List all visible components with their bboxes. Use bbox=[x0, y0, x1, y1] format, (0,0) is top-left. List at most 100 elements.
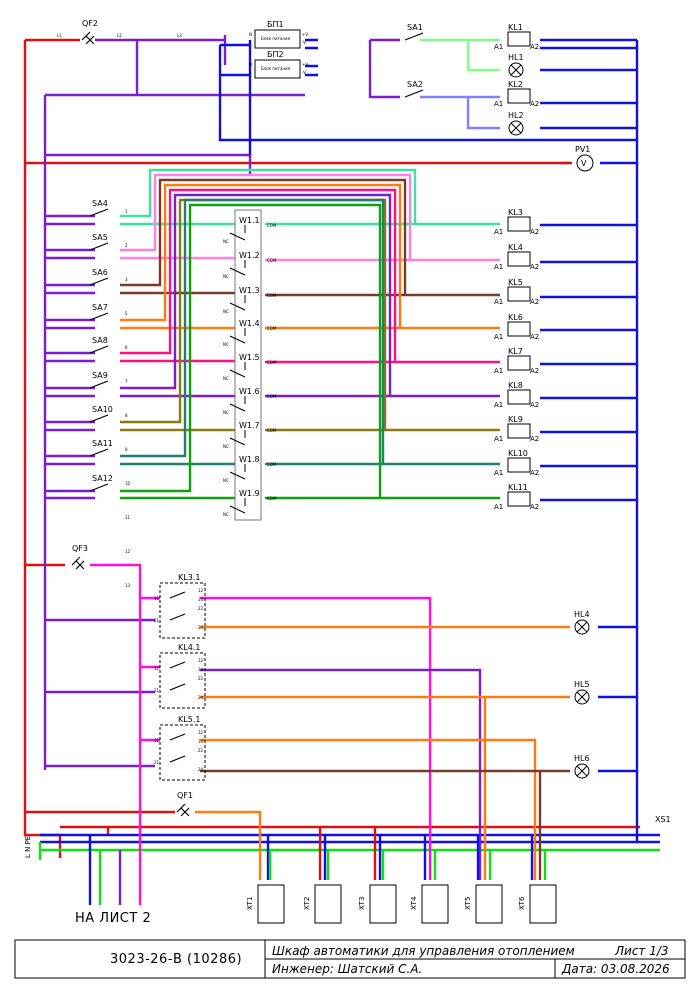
relay-contact-pin: 24 bbox=[198, 625, 204, 630]
com-label: COM bbox=[267, 258, 277, 263]
relay-coil bbox=[507, 321, 531, 337]
relay-coil bbox=[507, 355, 531, 371]
lamp-label: HL5 bbox=[574, 680, 590, 689]
wire-number: 9 bbox=[125, 447, 128, 452]
wire-number: 8 bbox=[125, 413, 128, 418]
relay-contact-group bbox=[159, 652, 206, 709]
nc-label: NC bbox=[223, 274, 229, 279]
terminal-block-w1 bbox=[234, 209, 262, 521]
terminal-xt bbox=[314, 884, 342, 924]
switch-contact bbox=[89, 380, 109, 389]
com-label: COM bbox=[267, 293, 277, 298]
relay-coil bbox=[507, 286, 531, 302]
document-title: Шкаф автоматики для управления отопление… bbox=[272, 944, 575, 958]
relay-contact-pin: 14 bbox=[198, 739, 204, 744]
document-date: Дата: 03.08.2026 bbox=[561, 962, 670, 976]
relay-label: KL2 bbox=[508, 80, 523, 89]
relay-contact-blade bbox=[169, 661, 186, 691]
breaker-label: QF3 bbox=[72, 544, 88, 553]
relay-pin-a2: A2 bbox=[530, 503, 539, 511]
relay-coil bbox=[507, 389, 531, 405]
terminal-contact bbox=[229, 430, 246, 446]
nc-label: NC bbox=[223, 478, 229, 483]
relay-contact-pin: 14 bbox=[198, 597, 204, 602]
relay-pin-a1: A1 bbox=[494, 401, 503, 409]
power-supply-pin: +V bbox=[302, 62, 308, 67]
wire-number: 3 bbox=[125, 277, 128, 282]
nc-label: NC bbox=[223, 239, 229, 244]
relay-coil bbox=[507, 88, 531, 104]
terminal-xt bbox=[475, 884, 503, 924]
power-supply-box bbox=[254, 59, 301, 79]
wire-number: 7 bbox=[125, 379, 128, 384]
terminal-contact bbox=[229, 295, 246, 311]
terminal-label: W1.9 bbox=[239, 489, 260, 498]
line-label: L2 bbox=[117, 33, 122, 38]
switch-contact bbox=[89, 208, 109, 217]
com-label: COM bbox=[267, 428, 277, 433]
nc-label: NC bbox=[223, 309, 229, 314]
terminal-label: W1.5 bbox=[239, 353, 260, 362]
document-code: 3023-26-В (10286) bbox=[110, 952, 242, 967]
switch-label: SA4 bbox=[92, 199, 108, 208]
relay-coil bbox=[507, 251, 531, 267]
relay-contact-pin: 11 bbox=[154, 738, 160, 743]
nc-label: NC bbox=[223, 512, 229, 517]
relay-pin-a1: A1 bbox=[494, 43, 503, 51]
relay-contact-pin: 14 bbox=[198, 667, 204, 672]
relay-contact-blade bbox=[169, 591, 186, 621]
relay-contact-pin: 22 bbox=[198, 676, 204, 681]
terminal-xt-label: XT4 bbox=[410, 896, 418, 910]
power-supply-box bbox=[254, 29, 301, 49]
terminal-label: W1.3 bbox=[239, 286, 260, 295]
com-label: COM bbox=[267, 223, 277, 228]
power-supply-label: БП2 bbox=[267, 50, 284, 59]
relay-pin-a1: A1 bbox=[494, 367, 503, 375]
relay-pin-a1: A1 bbox=[494, 469, 503, 477]
relay-contact-pin: 12 bbox=[198, 588, 204, 593]
relay-pin-a1: A1 bbox=[494, 263, 503, 271]
com-label: COM bbox=[267, 326, 277, 331]
lamp-label: HL6 bbox=[574, 754, 590, 763]
relay-label: KL7 bbox=[508, 347, 523, 356]
relay-label: KL1 bbox=[508, 23, 523, 32]
breaker-symbol bbox=[176, 803, 190, 817]
relay-contact-label: KL5.1 bbox=[178, 715, 200, 724]
relay-contact-pin: 21 bbox=[154, 688, 160, 693]
breaker-label: QF2 bbox=[82, 19, 98, 28]
relay-pin-a1: A1 bbox=[494, 503, 503, 511]
terminal-label: W1.2 bbox=[239, 251, 260, 260]
relay-label: KL10 bbox=[508, 449, 528, 458]
line-label: L3 bbox=[177, 33, 182, 38]
switch-contact bbox=[89, 483, 109, 492]
wiring-lines bbox=[23, 35, 660, 905]
power-supply-pin: -V bbox=[302, 70, 306, 75]
nc-label: NC bbox=[223, 410, 229, 415]
lamp-cross bbox=[510, 64, 522, 76]
relay-pin-a2: A2 bbox=[530, 298, 539, 306]
wire-number: 1 bbox=[125, 209, 128, 214]
lamp-cross bbox=[576, 621, 588, 633]
switch-label: SA1 bbox=[407, 23, 423, 32]
lamp-label: HL1 bbox=[508, 53, 524, 62]
next-sheet-note: НА ЛИСТ 2 bbox=[75, 911, 151, 926]
relay-contact-blade bbox=[169, 733, 186, 763]
engineer-name: Инженер: Шатский С.А. bbox=[272, 962, 422, 976]
voltmeter-icon bbox=[576, 154, 594, 172]
terminal-label: W1.6 bbox=[239, 387, 260, 396]
terminal-contact bbox=[229, 396, 246, 412]
terminal-xt bbox=[369, 884, 397, 924]
relay-pin-a2: A2 bbox=[530, 228, 539, 236]
relay-contact-pin: 12 bbox=[198, 658, 204, 663]
switch-contact bbox=[89, 448, 109, 457]
power-supply-pin: N bbox=[249, 62, 252, 67]
terminal-contact bbox=[229, 225, 246, 241]
wire-number: 5 bbox=[125, 311, 128, 316]
breaker-symbol bbox=[71, 556, 85, 570]
relay-pin-a1: A1 bbox=[494, 435, 503, 443]
terminal-xt-label: XT6 bbox=[518, 896, 526, 910]
switch-label: SA2 bbox=[407, 80, 423, 89]
